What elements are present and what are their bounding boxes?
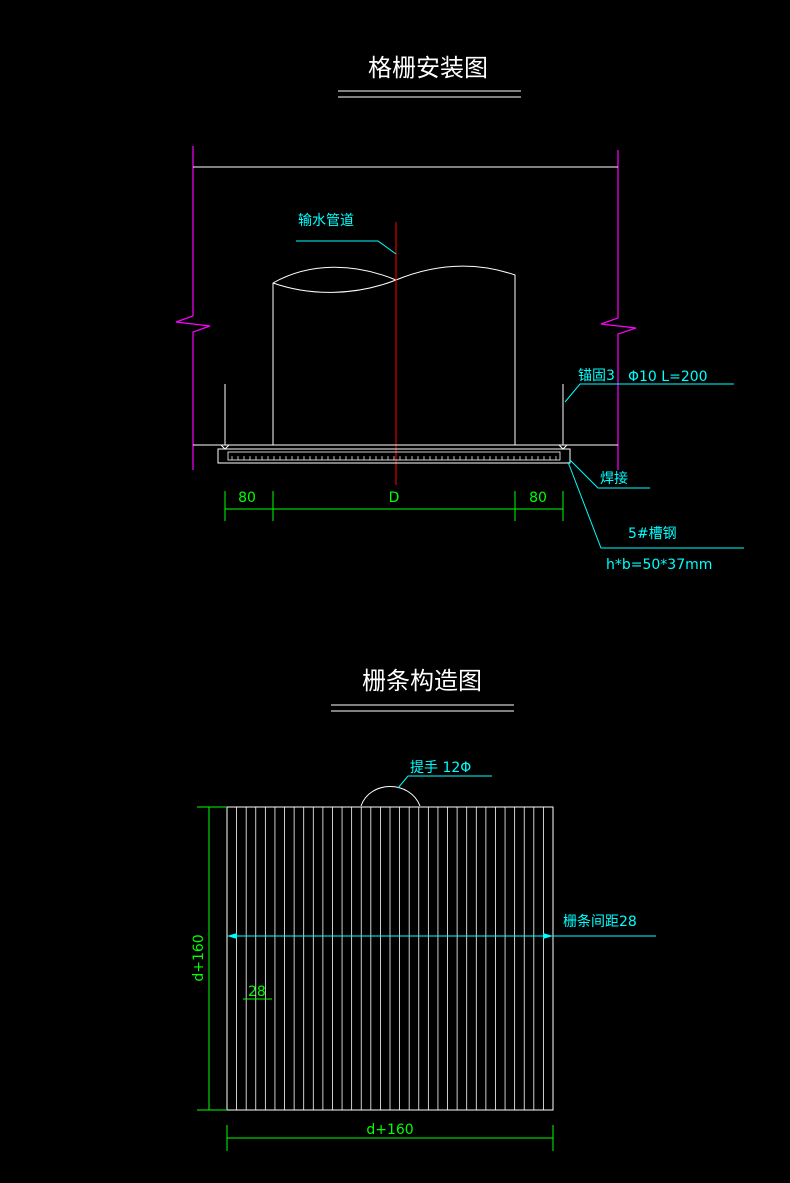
channel-steel-outline [217, 448, 571, 464]
anchor-label: 锚固3 [578, 368, 615, 384]
channel-dim-label: h*b=50*37mm [606, 557, 712, 573]
bar-detail-drawing: 栅条构造图 提手 12Φ 栅条间距28 28 d+160 d+1 [191, 667, 656, 1151]
installation-title: 格栅安装图 [368, 54, 488, 82]
anchor-spec-label: Φ10 L=200 [628, 369, 708, 385]
channel-leader [567, 461, 744, 549]
handle-label: 提手 12Φ [410, 760, 471, 776]
pipe-label: 输水管道 [298, 213, 354, 229]
width-dimension [226, 1125, 554, 1151]
pipe-leader [296, 240, 397, 255]
grate-ticks [231, 456, 557, 460]
height-dimension [197, 806, 227, 1111]
pipe-break-curve [272, 279, 397, 293]
grate-bars [236, 807, 544, 1110]
weld-mark-left [220, 444, 230, 450]
bar-detail-title: 栅条构造图 [362, 667, 482, 695]
spacing-label: 栅条间距28 [563, 913, 637, 930]
handle-leader [397, 775, 492, 789]
height-dim-label: d+160 [191, 934, 207, 981]
weld-label: 焊接 [600, 470, 628, 487]
small-spacing-dim-label: 28 [248, 984, 266, 1000]
installation-dimensions [224, 491, 564, 521]
weld-mark-right [558, 444, 568, 450]
handle-arc [360, 786, 421, 807]
dim-center-label: D [389, 490, 400, 506]
spacing-arrow-left [227, 933, 237, 939]
anchor-leader [564, 383, 734, 403]
dim-left-label: 80 [238, 490, 256, 506]
right-wall-line [600, 150, 637, 470]
width-dim-label: d+160 [366, 1122, 413, 1138]
pipe-outline [272, 265, 516, 445]
installation-drawing: 格栅安装图 输水管道 锚固3 Φ10 L=200 焊接 [175, 54, 744, 573]
dim-right-label: 80 [529, 490, 547, 506]
spacing-arrow-right [543, 933, 553, 939]
weld-leader [569, 459, 650, 489]
channel-label: 5#槽钢 [628, 526, 677, 542]
left-wall-line [175, 146, 211, 470]
